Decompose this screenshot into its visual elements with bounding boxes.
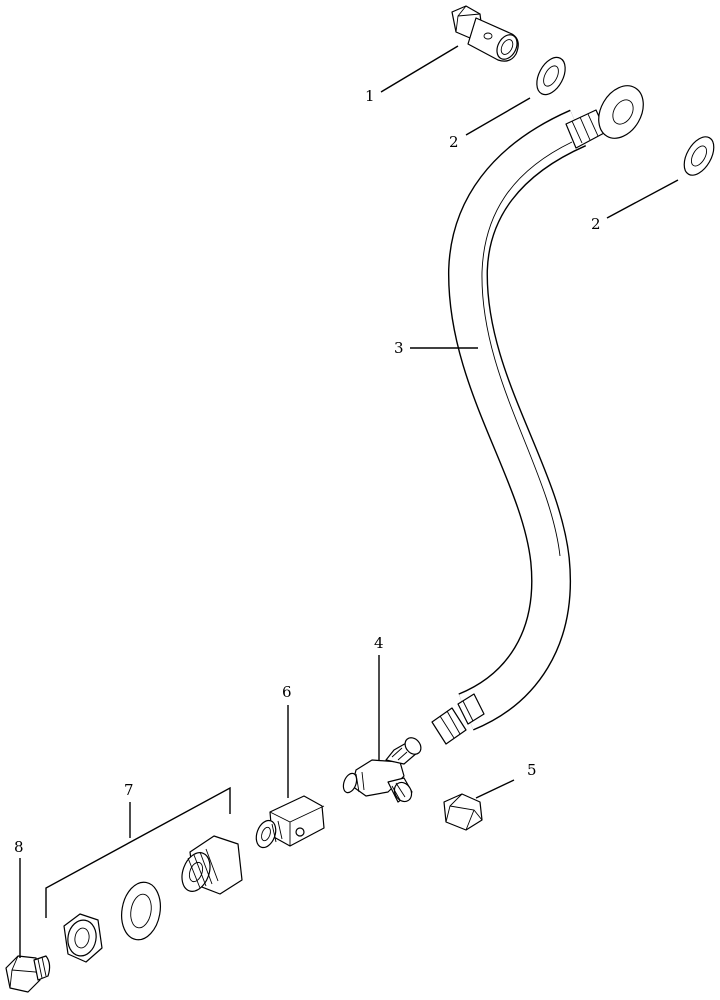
part-3-hose <box>431 85 644 745</box>
part-1-banjo-bolt <box>451 5 519 62</box>
callout-labels: 1 2 2 3 4 5 6 7 8 <box>14 87 601 856</box>
part-7-washer <box>121 881 161 941</box>
callout-2-right: 2 <box>591 215 601 233</box>
part-7-fitting <box>181 835 243 895</box>
part-5-cap-nut <box>443 793 483 831</box>
part-7-lock-nut <box>63 913 103 963</box>
part-6-adapter <box>255 795 325 849</box>
callout-1: 1 <box>365 87 375 105</box>
callout-6: 6 <box>282 683 292 701</box>
part-2-washer-upper <box>536 56 566 96</box>
callout-2-upper: 2 <box>449 133 459 151</box>
callout-7: 7 <box>124 781 134 799</box>
callout-4: 4 <box>374 634 384 652</box>
callout-8: 8 <box>14 838 24 856</box>
callout-5: 5 <box>527 761 537 779</box>
leader-lines <box>19 45 679 958</box>
part-8-plug <box>5 955 51 993</box>
part-2-washer-right <box>683 136 715 176</box>
callout-3: 3 <box>394 339 404 357</box>
part-4-tee-fitting <box>342 737 422 803</box>
